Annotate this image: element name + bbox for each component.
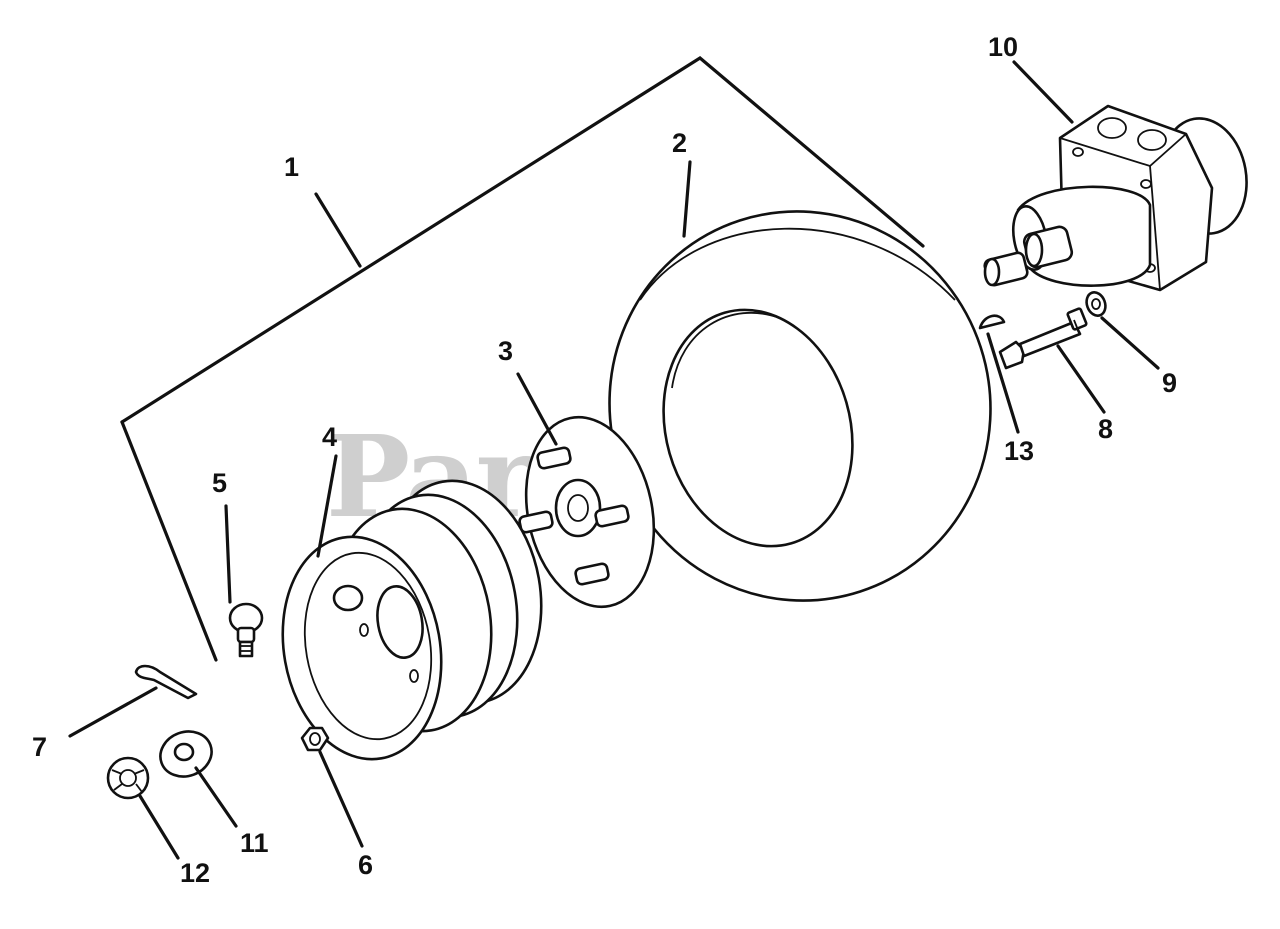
callout-4: 4 — [322, 422, 337, 452]
wheel-rim — [281, 479, 543, 761]
leader-3 — [516, 372, 558, 446]
callout-13: 13 — [1004, 436, 1034, 466]
leader-13 — [986, 332, 1020, 434]
callout-2: 2 — [672, 128, 687, 158]
callout-12: 12 — [180, 858, 210, 888]
callout-10: 10 — [988, 32, 1018, 62]
callout-1: 1 — [284, 152, 299, 182]
callout-3: 3 — [498, 336, 513, 366]
callout-8: 8 — [1098, 414, 1113, 444]
callout-6: 6 — [358, 850, 373, 880]
callout-labels: 1 2 3 4 5 6 7 8 9 10 11 12 13 — [32, 32, 1177, 888]
valve-stem — [228, 602, 264, 658]
leader-5 — [224, 504, 232, 604]
leader-11 — [194, 766, 238, 828]
leader-12 — [138, 794, 180, 860]
assembly-bracket — [120, 56, 925, 662]
wheel-motor — [983, 104, 1248, 292]
callout-9: 9 — [1162, 368, 1177, 398]
hub-plate — [518, 415, 656, 609]
leader-6 — [318, 750, 364, 848]
callout-11: 11 — [240, 828, 269, 858]
leader-2 — [682, 160, 692, 238]
leader-1 — [314, 192, 362, 268]
hex-bolt — [998, 307, 1088, 370]
leader-4 — [316, 454, 338, 558]
castle-nut — [106, 756, 150, 800]
lug-nut — [300, 726, 330, 752]
leader-7 — [68, 686, 158, 738]
tire — [608, 210, 992, 602]
leader-lines — [68, 60, 1160, 860]
leader-9 — [1100, 316, 1160, 370]
leader-10 — [1012, 60, 1074, 124]
bolt-washer — [1085, 291, 1107, 317]
callout-5: 5 — [212, 468, 227, 498]
flat-washer — [159, 730, 213, 778]
leader-8 — [1056, 344, 1106, 414]
cotter-pin — [134, 664, 198, 700]
woodruff-key — [978, 314, 1006, 330]
callout-7: 7 — [32, 732, 47, 762]
